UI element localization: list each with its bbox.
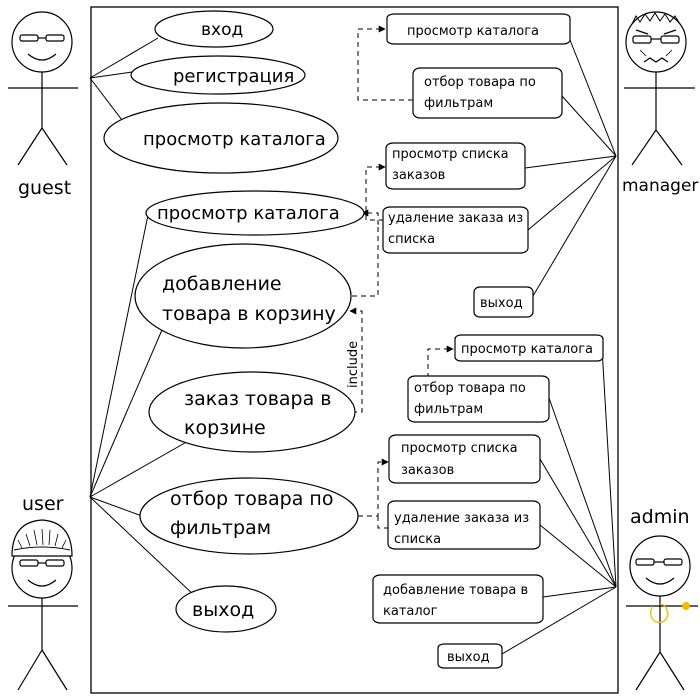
admin-case-filter-label-2: фильтрам bbox=[414, 402, 483, 417]
guest-case-login-shape[interactable] bbox=[154, 10, 274, 48]
admin-case-exit-label: выход bbox=[447, 650, 490, 665]
admin-case-orders-shape[interactable] bbox=[388, 434, 541, 484]
manager-actor-figure bbox=[624, 11, 695, 166]
user-case-exit-label: выход bbox=[192, 599, 254, 621]
admin-case-add-product-shape[interactable] bbox=[372, 574, 544, 624]
admin-case-catalog-label: просмотр каталога bbox=[461, 342, 593, 357]
include-label: include bbox=[346, 341, 361, 388]
user-case-order-label-1: заказ товара в bbox=[184, 388, 331, 410]
user-case-add-to-cart-label-1: добавление bbox=[162, 273, 282, 295]
actor-label-guest: guest bbox=[18, 177, 71, 199]
user-case-filter-label-2: фильтрам bbox=[170, 517, 271, 539]
admin-case-orders-label-2: заказов bbox=[401, 463, 454, 478]
manager-case-orders-label-2: заказов bbox=[392, 168, 445, 183]
guest-case-register-shape[interactable] bbox=[130, 55, 306, 95]
guest-case-catalog-shape[interactable] bbox=[103, 102, 339, 174]
user-case-filter-shape[interactable] bbox=[139, 477, 359, 555]
system-boundary bbox=[90, 6, 619, 694]
manager-case-delete-shape[interactable] bbox=[382, 206, 529, 254]
user-case-order-label-2: корзине bbox=[184, 417, 266, 439]
user-case-exit-shape[interactable] bbox=[175, 585, 277, 633]
user-case-catalog-label: просмотр каталога bbox=[157, 203, 340, 224]
user-case-add-to-cart-label-2: товара в корзину bbox=[162, 303, 336, 325]
manager-case-catalog-shape[interactable] bbox=[386, 13, 571, 45]
admin-case-filter-shape[interactable] bbox=[407, 375, 550, 423]
manager-case-orders-label-1: просмотр списка bbox=[392, 147, 509, 162]
guest-actor-figure bbox=[8, 11, 78, 166]
actor-label-manager: manager bbox=[622, 176, 698, 196]
manager-case-filter-label-2: фильтрам bbox=[424, 96, 493, 111]
admin-case-delete-label-1: удаление заказа из bbox=[394, 511, 529, 526]
manager-case-catalog-label: просмотр каталога bbox=[407, 24, 539, 39]
user-case-order-shape[interactable] bbox=[148, 371, 356, 453]
manager-case-filter-label-1: отбор товара по bbox=[424, 75, 536, 90]
guest-case-login-label: вход bbox=[201, 20, 243, 40]
admin-case-add-product-label-2: каталог bbox=[383, 604, 438, 619]
manager-case-filter-shape[interactable] bbox=[412, 67, 563, 119]
association-lines bbox=[89, 37, 617, 655]
user-actor-figure bbox=[8, 519, 78, 691]
manager-case-exit-shape[interactable] bbox=[473, 286, 534, 318]
manager-case-orders-shape[interactable] bbox=[385, 142, 526, 190]
admin-case-filter-label-1: отбор товара по bbox=[414, 381, 526, 396]
user-case-add-to-cart-shape[interactable] bbox=[134, 243, 352, 349]
admin-actor-figure bbox=[626, 535, 698, 691]
actor-label-admin: admin bbox=[630, 506, 690, 528]
user-case-filter-label-1: отбор товара по bbox=[170, 488, 333, 510]
admin-case-exit-shape[interactable] bbox=[437, 643, 503, 669]
admin-case-delete-label-2: списка bbox=[394, 532, 441, 547]
admin-case-delete-shape[interactable] bbox=[387, 500, 541, 550]
admin-pendant-icon bbox=[650, 602, 690, 623]
manager-case-delete-label-2: списка bbox=[388, 232, 435, 247]
admin-case-orders-label-1: просмотр списка bbox=[401, 441, 518, 456]
admin-case-add-product-label-1: добавление товара в bbox=[383, 583, 528, 598]
manager-case-exit-label: выход bbox=[480, 296, 523, 311]
guest-case-register-label: регистрация bbox=[173, 66, 294, 87]
manager-case-delete-label-1: удаление заказа из bbox=[388, 211, 523, 226]
guest-case-catalog-label: просмотр каталога bbox=[143, 129, 326, 150]
admin-case-catalog-shape[interactable] bbox=[454, 334, 604, 362]
actor-label-user: user bbox=[22, 493, 64, 515]
user-case-catalog-shape[interactable] bbox=[145, 190, 365, 236]
